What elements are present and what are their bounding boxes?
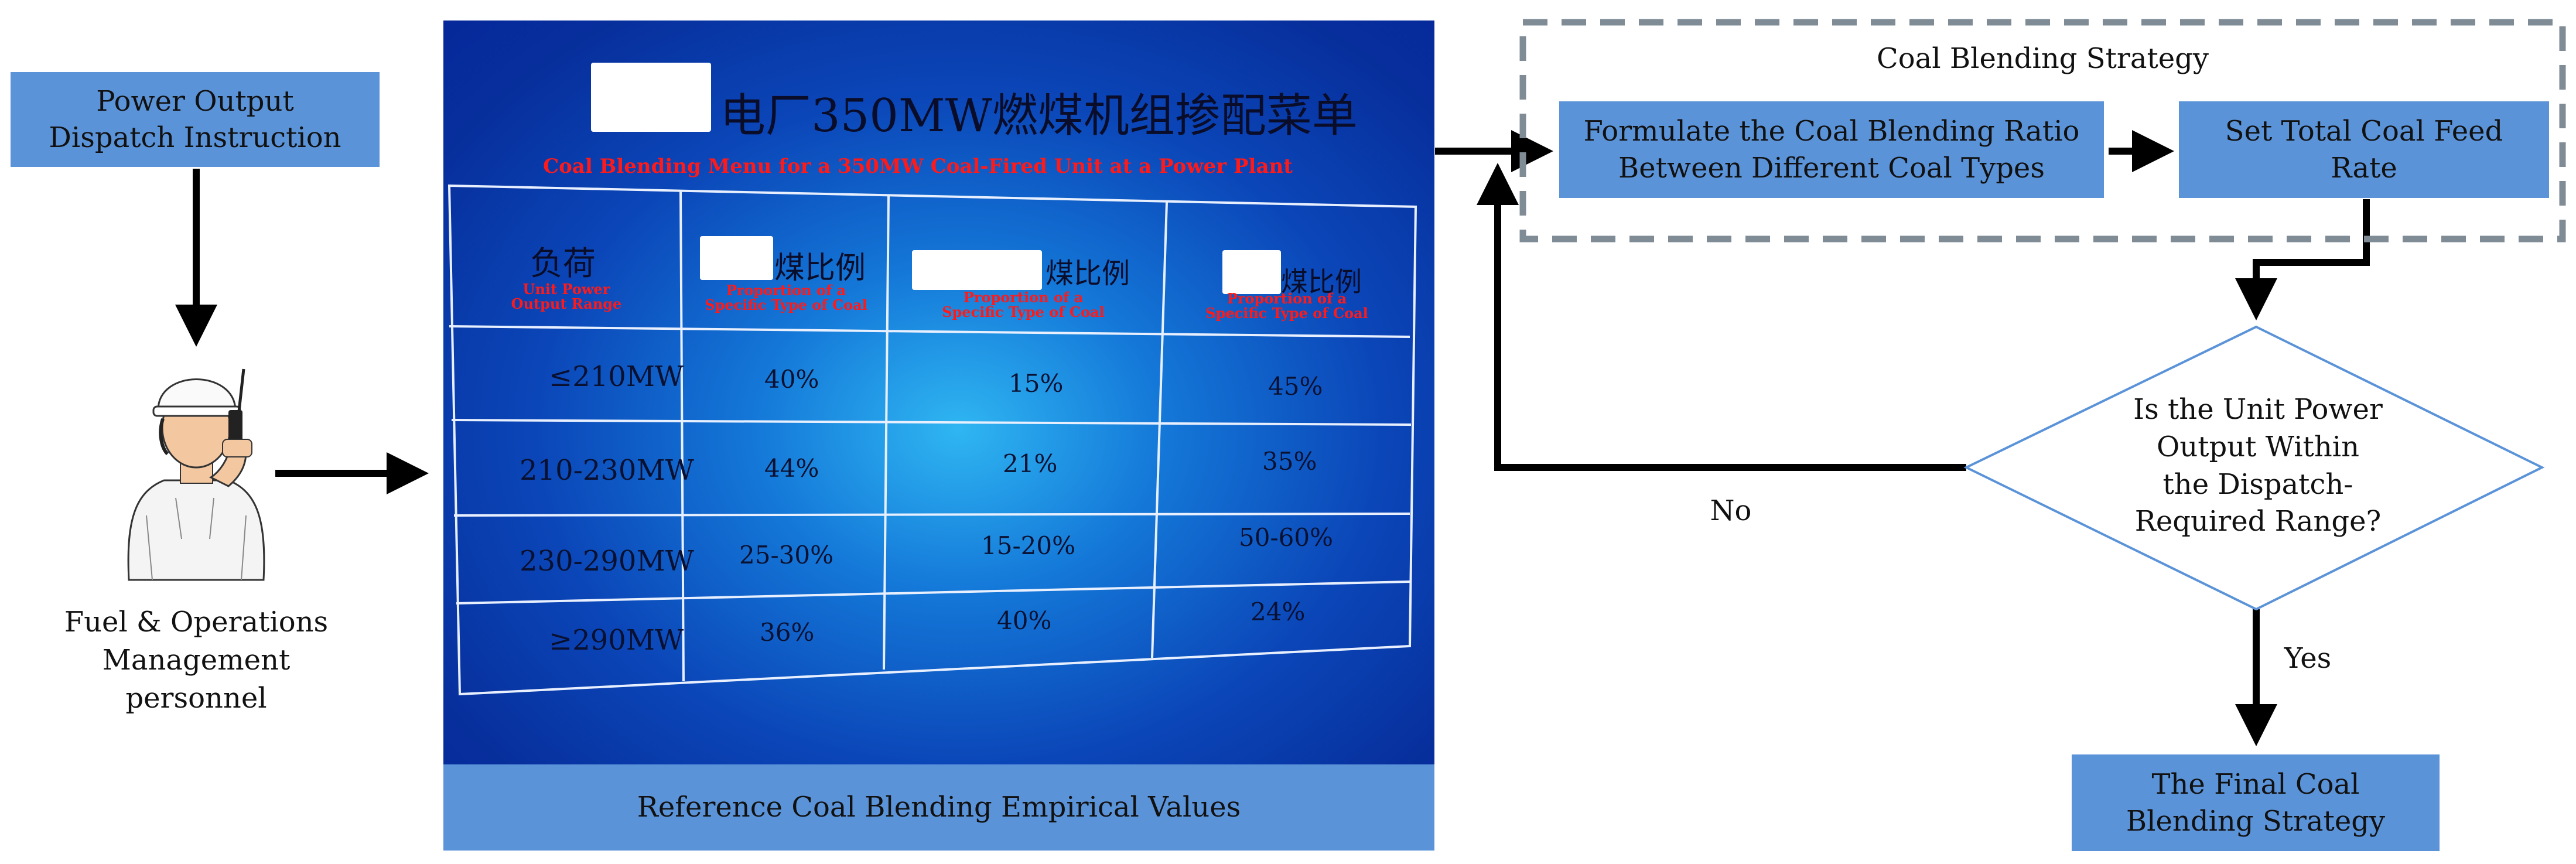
row3-load: 230-290MW (520, 545, 694, 578)
arrow-no-loop-back (1477, 163, 1966, 471)
personnel-line-3: personnel (125, 681, 267, 715)
personnel-line-1: Fuel & Operations (64, 606, 329, 638)
header-coal-c-en-2: Specific Type of Coal (1205, 305, 1368, 322)
header-coal-c-cn: 煤比例 (1281, 266, 1362, 298)
dispatch-line-1: Power Output (96, 84, 294, 118)
yes-label: Yes (2284, 642, 2332, 675)
blending-menu-photo: 电厂350MW燃煤机组掺配菜单 Coal Blending Menu for a… (443, 21, 1434, 764)
row3-coal-a: 25-30% (739, 541, 833, 569)
row2-load: 210-230MW (520, 454, 694, 487)
row1-coal-b: 15% (1009, 369, 1064, 398)
arrow-feed-to-decision (2235, 199, 2370, 320)
dispatch-instruction-box: Power Output Dispatch Instruction (11, 72, 380, 167)
formulate-line-1: Formulate the Coal Blending Ratio (1583, 115, 2080, 148)
header-coal-b-en: Proportion of a Specific Type of Coal (918, 289, 1129, 321)
decision-line-4: Required Range? (2134, 505, 2382, 538)
final-strategy-box: The Final Coal Blending Strategy (2072, 754, 2440, 851)
personnel-line-2: Management (102, 643, 291, 677)
final-line-1: The Final Coal (2151, 768, 2360, 801)
row3-coal-c: 50-60% (1239, 523, 1333, 552)
personnel-illustration (127, 368, 265, 581)
redacted-plant-name (591, 63, 711, 132)
menu-title-cn: 电厂350MW燃煤机组掺配菜单 (720, 90, 1358, 142)
no-label: No (1710, 494, 1752, 527)
header-load-en-1: Unit Power (522, 281, 610, 298)
dispatch-line-2: Dispatch Instruction (49, 121, 341, 154)
header-coal-c-en-1: Proportion of a (1226, 290, 1347, 307)
redacted-coal-type-a (700, 236, 773, 280)
decision-line-3: the Dispatch- (2162, 467, 2353, 501)
header-load-en: Unit Power Output Range (490, 281, 643, 313)
redacted-coal-type-b (912, 250, 1042, 290)
feed-line-1: Set Total Coal Feed (2225, 115, 2503, 148)
formulate-line-2: Between Different Coal Types (1618, 151, 2045, 185)
final-line-2: Blending Strategy (2126, 804, 2386, 838)
menu-title-en: Coal Blending Menu for a 350MW Coal-Fire… (543, 155, 1293, 178)
header-coal-c-en: Proportion of a Specific Type of Coal (1187, 290, 1386, 322)
decision-diamond (1963, 325, 2545, 611)
row4-coal-a: 36% (760, 618, 815, 647)
row4-load: ≥290MW (549, 624, 684, 657)
decision-line-2: Output Within (2156, 430, 2360, 463)
feed-line-2: Rate (2331, 151, 2397, 185)
header-coal-b-en-1: Proportion of a (963, 289, 1084, 306)
header-load-cn: 负荷 (530, 245, 596, 283)
header-coal-a-en-1: Proportion of a (726, 282, 846, 299)
row2-coal-a: 44% (764, 454, 819, 483)
personnel-label: Fuel & Operations Management personnel (23, 603, 369, 717)
row1-coal-a: 40% (764, 365, 819, 394)
menu-table-grid (447, 184, 1417, 696)
menu-caption: Reference Coal Blending Empirical Values (637, 791, 1241, 824)
header-coal-a-en-2: Specific Type of Coal (705, 296, 867, 314)
row4-coal-c: 24% (1251, 597, 1306, 626)
header-coal-b-cn: 煤比例 (1046, 257, 1130, 290)
header-coal-b-en-2: Specific Type of Coal (942, 303, 1105, 321)
formulate-ratio-box: Formulate the Coal Blending Ratio Betwee… (1559, 101, 2104, 198)
row1-coal-c: 45% (1268, 372, 1323, 401)
row3-coal-b: 15-20% (981, 531, 1075, 560)
row4-coal-b: 40% (997, 606, 1052, 635)
menu-caption-box: Reference Coal Blending Empirical Values (443, 764, 1434, 851)
set-feed-rate-box: Set Total Coal Feed Rate (2179, 101, 2549, 198)
row2-coal-b: 21% (1003, 449, 1058, 478)
header-load-en-2: Output Range (511, 295, 622, 313)
redacted-coal-type-c (1222, 250, 1281, 294)
header-coal-a-en: Proportion of a Specific Type of Coal (684, 282, 889, 314)
strategy-group-border (1519, 19, 2566, 243)
row2-coal-c: 35% (1262, 447, 1317, 476)
row1-load: ≤210MW (549, 360, 684, 393)
decision-question: Is the Unit Power Output Within the Disp… (2085, 391, 2431, 541)
header-coal-a-cn: 煤比例 (774, 251, 866, 286)
strategy-group-title: Coal Blending Strategy (1876, 42, 2209, 75)
decision-line-1: Is the Unit Power (2133, 393, 2383, 426)
